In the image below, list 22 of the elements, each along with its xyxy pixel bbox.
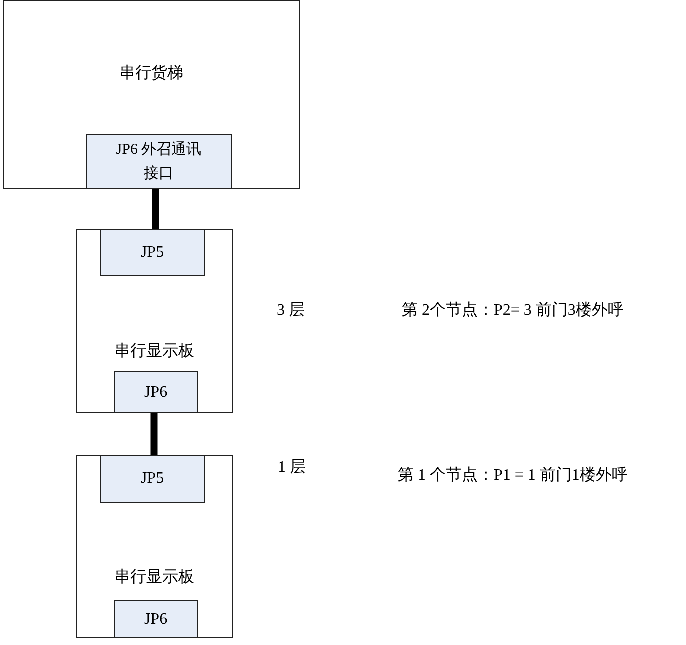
board-box	[76, 455, 233, 638]
connector-port-box	[114, 600, 198, 638]
bus-cable	[150, 413, 158, 455]
connector-port-box	[86, 134, 232, 189]
board-label: 串行显示板	[114, 568, 196, 588]
board-label: 串行货梯	[118, 64, 184, 84]
connector-port-box	[100, 229, 205, 276]
board-box	[3, 0, 300, 189]
floor-label: 1 层	[278, 458, 306, 478]
port-label: JP6	[143, 383, 169, 403]
port-label: JP6 外召通讯接口	[115, 140, 203, 184]
connector-port-box	[100, 455, 205, 503]
port-label: JP5	[140, 243, 166, 263]
port-label: JP5	[140, 469, 166, 489]
port-label: JP6	[143, 610, 169, 630]
node-note: 第 1 个节点：P1 = 1 前门1楼外呼	[398, 466, 628, 486]
board-box	[76, 229, 233, 413]
node-note: 第 2个节点：P2= 3 前门3楼外呼	[402, 300, 624, 321]
connector-port-box	[114, 371, 198, 413]
board-label: 串行显示板	[114, 342, 196, 362]
floor-label: 3 层	[277, 301, 305, 321]
bus-cable	[152, 189, 160, 229]
